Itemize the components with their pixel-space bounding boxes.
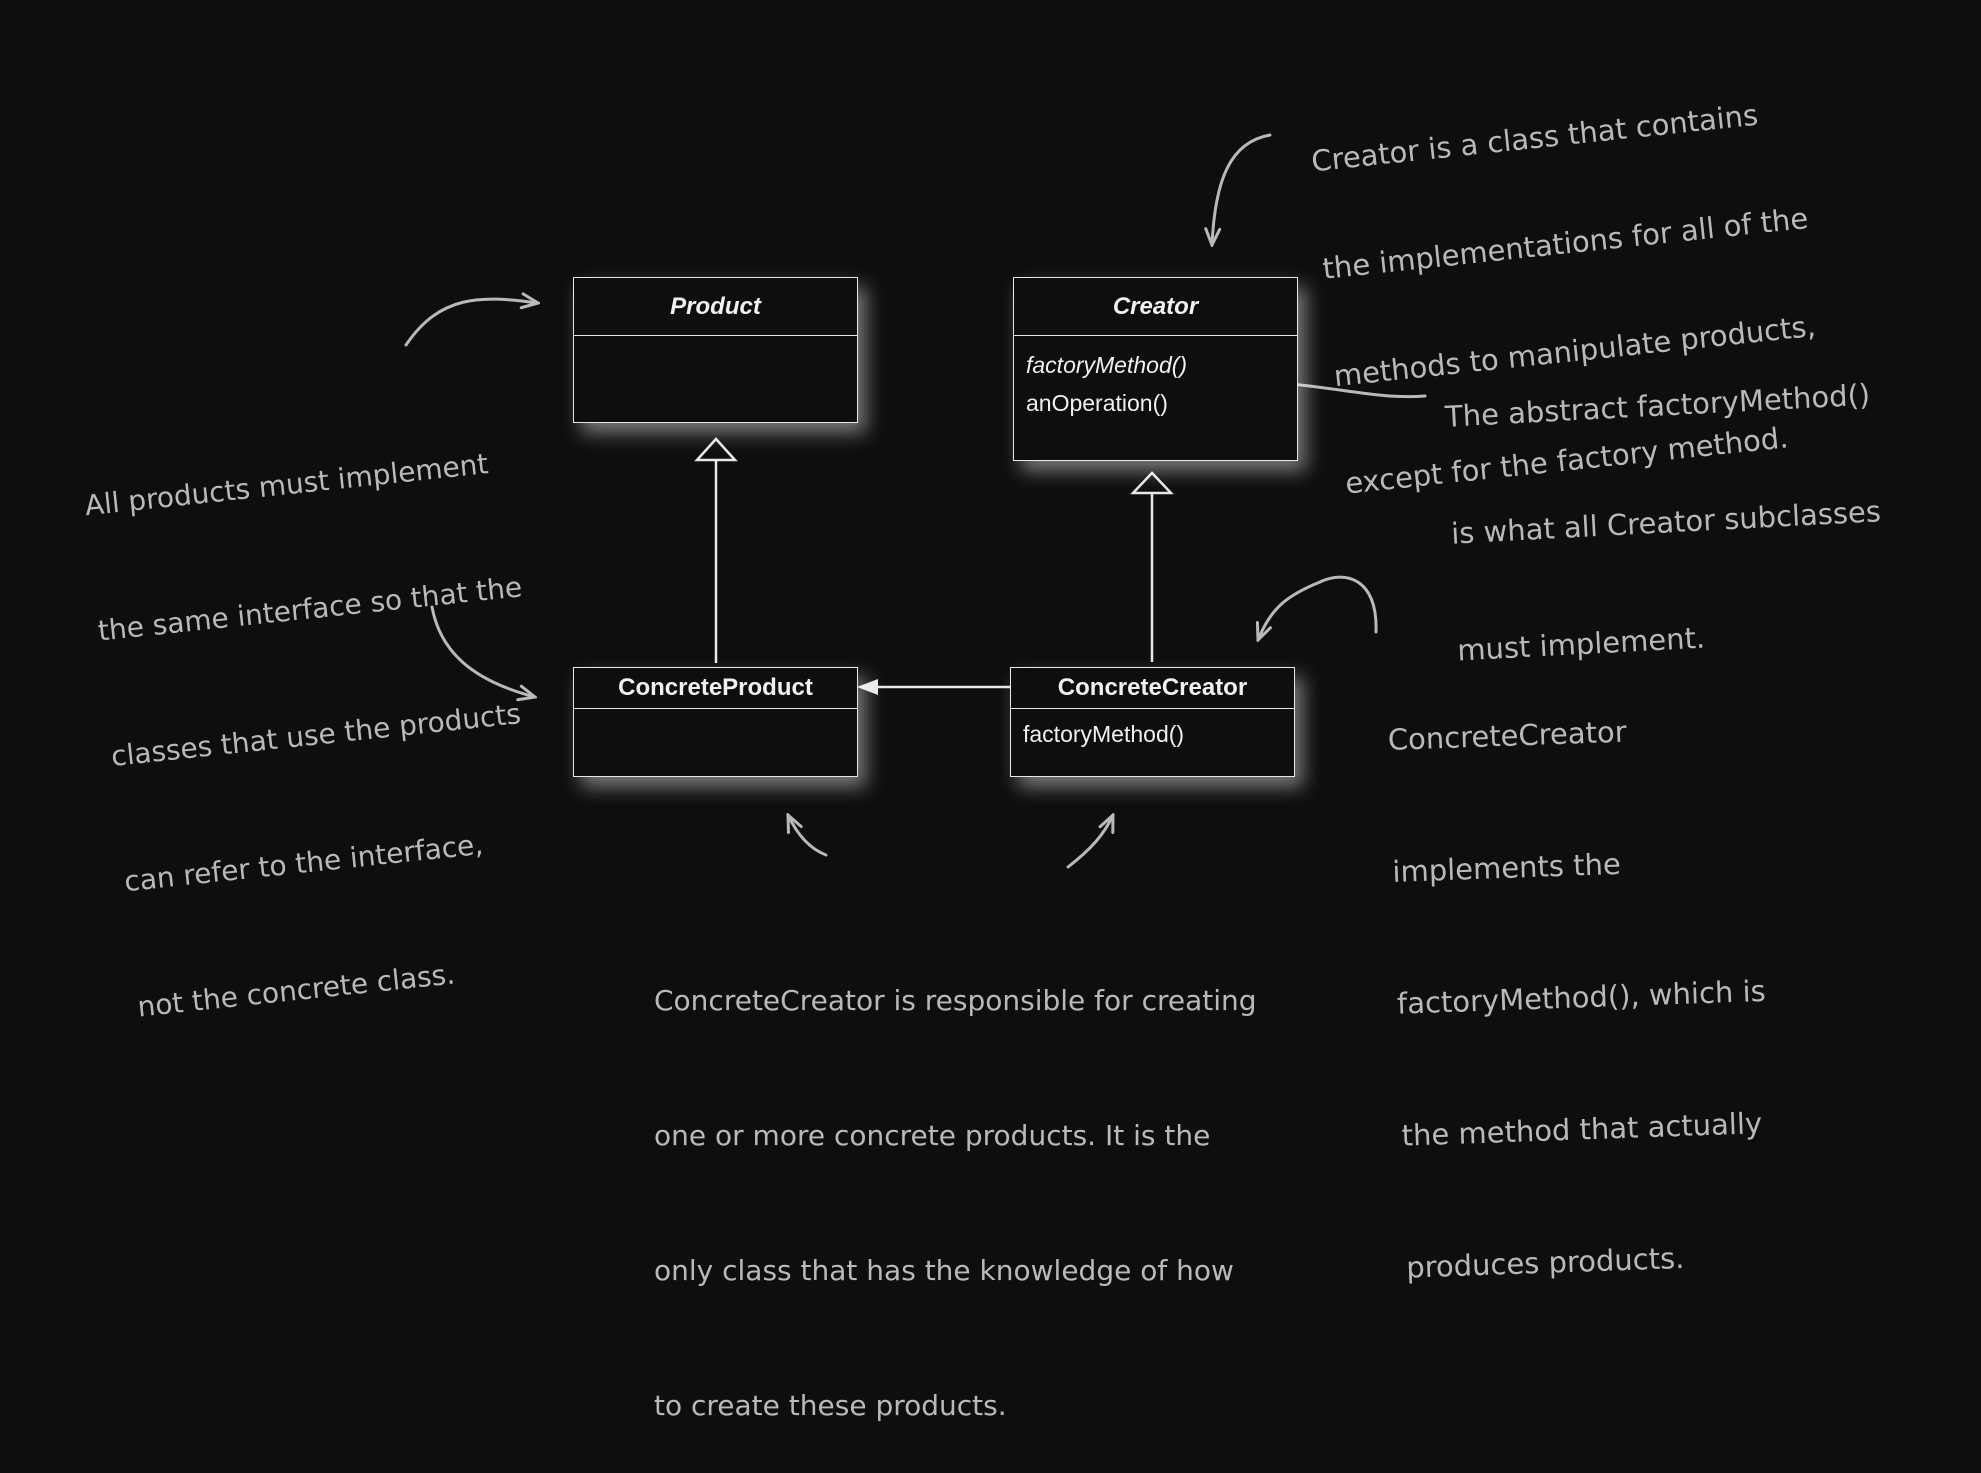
note-line: factoryMethod(), which is xyxy=(1396,973,1767,1021)
note-line: classes that use the products xyxy=(109,697,523,773)
concrete-creator-factory-method: factoryMethod() xyxy=(1023,721,1185,747)
creator-class: Creator factoryMethod() anOperation() xyxy=(1013,277,1298,461)
note-line: the same interface so that the xyxy=(96,570,524,648)
note-line: to create these products. xyxy=(654,1389,1007,1422)
concrete-creator-class-name: ConcreteCreator xyxy=(1011,668,1294,709)
note-line: the method that actually xyxy=(1401,1106,1763,1153)
creates-association-arrow xyxy=(857,679,1010,695)
note-line: the implementations for all of the xyxy=(1320,201,1810,286)
creator-class-name: Creator xyxy=(1014,278,1297,336)
note-line: implements the xyxy=(1391,846,1622,889)
concrete-creator-class: ConcreteCreator factoryMethod() xyxy=(1010,667,1295,777)
note-line: ConcreteCreator is responsible for creat… xyxy=(654,984,1257,1017)
bottom-annotation: ConcreteCreator is responsible for creat… xyxy=(654,888,1257,1473)
note-line: The abstract factoryMethod() xyxy=(1444,377,1871,434)
inheritance-product-arrow xyxy=(694,437,738,663)
creator-operations: factoryMethod() anOperation() xyxy=(1014,336,1297,422)
note-line: not the concrete class. xyxy=(135,957,457,1024)
annotation-arrow-to-concrete-product xyxy=(430,605,535,697)
note-line: All products must implement xyxy=(83,447,490,523)
concrete-product-class: ConcreteProduct xyxy=(573,667,858,777)
concrete-creator-annotation: ConcreteCreator implements the factoryMe… xyxy=(1384,617,1777,1333)
product-class-name: Product xyxy=(574,278,857,336)
note-line: Creator is a class that contains xyxy=(1309,97,1760,179)
annotation-arrow-to-concrete-creator xyxy=(1258,575,1378,640)
creator-an-operation: anOperation() xyxy=(1026,390,1168,416)
note-line: can refer to the interface, xyxy=(122,827,485,899)
product-annotation: All products must implement the same int… xyxy=(74,357,568,1070)
product-operations xyxy=(574,336,857,350)
connector-layer xyxy=(404,133,1427,869)
annotation-arrow-bottom-left xyxy=(788,815,828,857)
concrete-product-operations xyxy=(574,709,857,723)
note-line: only class that has the knowledge of how xyxy=(654,1254,1234,1287)
annotation-arrow-to-product xyxy=(404,299,538,347)
creator-factory-method: factoryMethod() xyxy=(1026,352,1188,378)
inheritance-creator-arrow xyxy=(1130,471,1174,662)
annotation-arrow-bottom-right xyxy=(1066,815,1113,869)
note-line: ConcreteCreator xyxy=(1387,714,1628,757)
note-line: produces products. xyxy=(1405,1240,1685,1285)
note-line: is what all Creator subclasses xyxy=(1450,494,1882,551)
note-line: one or more concrete products. It is the xyxy=(654,1119,1211,1152)
concrete-creator-operations: factoryMethod() xyxy=(1011,709,1294,753)
product-class: Product xyxy=(573,277,858,423)
concrete-product-class-name: ConcreteProduct xyxy=(574,668,857,709)
annotation-arrow-to-creator xyxy=(1212,133,1272,245)
